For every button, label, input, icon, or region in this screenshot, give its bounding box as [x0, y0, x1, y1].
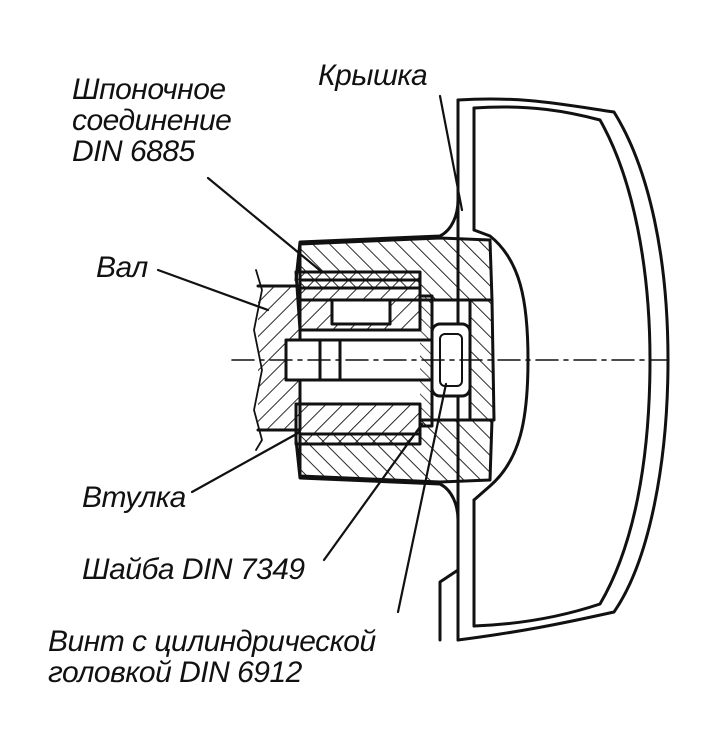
label-shaft: Вал: [96, 251, 148, 284]
label-washer: Шайба DIN 7349: [82, 553, 305, 586]
label-screw: Винт с цилиндрической головкой DIN 6912: [48, 625, 376, 689]
leader-bushing: [190, 430, 302, 494]
label-bushing: Втулка: [82, 481, 186, 514]
leader-washer: [322, 422, 424, 562]
label-key-connection: Шпоночное соединение DIN 6885: [72, 73, 232, 168]
leader-screw: [396, 382, 448, 614]
washer: [418, 294, 434, 428]
bushing-bottom: [294, 402, 422, 446]
key: [330, 298, 392, 326]
leader-key: [206, 176, 324, 274]
shaft: [253, 269, 302, 451]
leader-shaft: [156, 268, 270, 312]
label-cover: Крышка: [318, 59, 428, 92]
leader-cover: [438, 94, 464, 212]
